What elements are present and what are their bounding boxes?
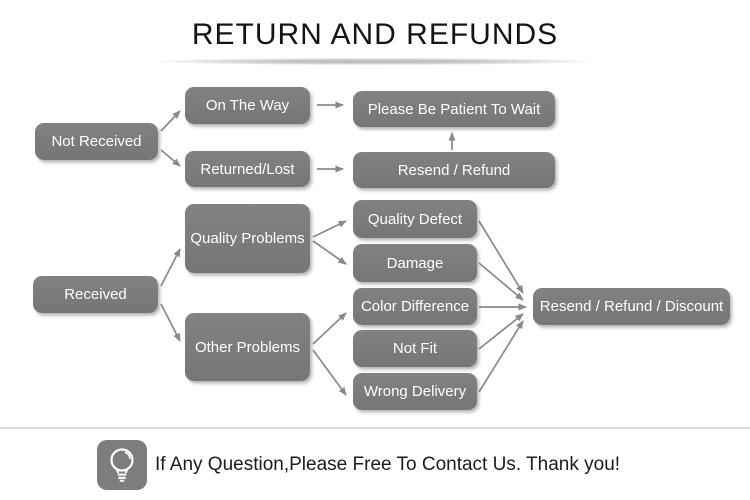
node-returned-lost: Returned/Lost (185, 151, 310, 187)
node-not-received: Not Received (35, 123, 158, 160)
node-other-problems: Other Problems (185, 313, 310, 381)
footer-message: If Any Question,Please Free To Contact U… (155, 454, 621, 475)
node-wrong-delivery: Wrong Delivery (353, 373, 477, 410)
footer-divider (0, 427, 750, 429)
node-quality-problems: Quality Problems (185, 204, 310, 273)
node-resend-refund-discount: Resend / Refund / Discount (533, 288, 730, 325)
page-title: RETURN AND REFUNDS (191, 18, 559, 51)
light-bulb-icon (97, 440, 147, 490)
node-on-the-way: On The Way (185, 87, 310, 124)
node-damage: Damage (353, 244, 477, 282)
node-resend-refund: Resend / Refund (353, 152, 555, 188)
node-color-difference: Color Difference (353, 288, 477, 325)
title-underline-divider (160, 58, 588, 65)
node-not-fit: Not Fit (353, 330, 477, 367)
node-received: Received (33, 276, 158, 313)
node-quality-defect: Quality Defect (353, 200, 477, 238)
node-please-be-patient: Please Be Patient To Wait (353, 91, 555, 127)
footer-contact-note: If Any Question,Please Free To Contact U… (97, 440, 620, 490)
